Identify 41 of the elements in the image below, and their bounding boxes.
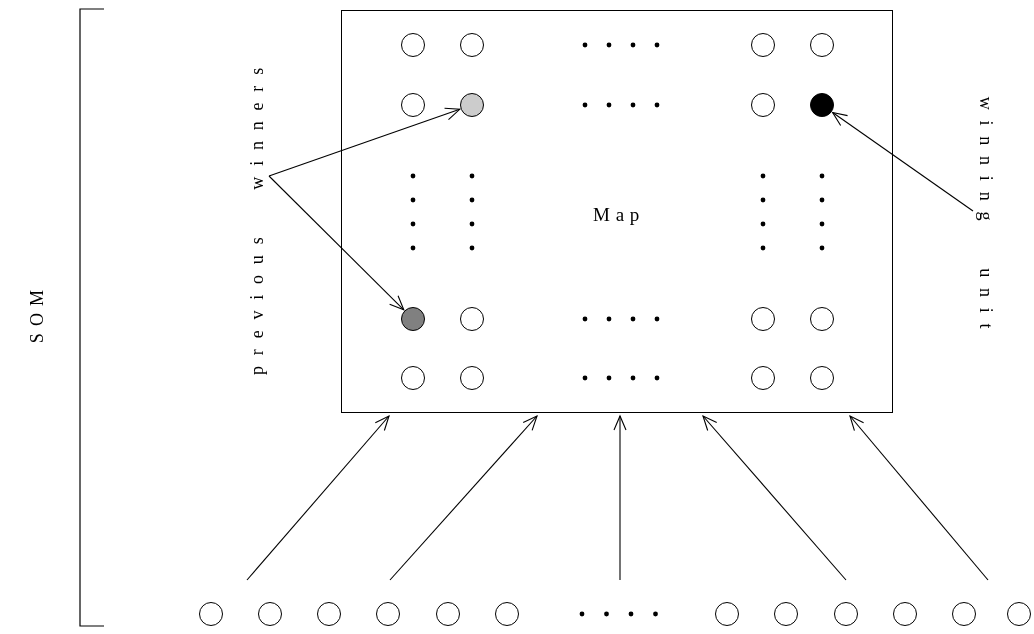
unit-circle: [400, 32, 425, 57]
unit-circle: [750, 365, 775, 390]
filled-unit-circle: [809, 92, 834, 117]
unit-circle: [809, 306, 834, 331]
unit-circle: [258, 602, 282, 626]
unit-circle: [376, 602, 400, 626]
unit-circle: [750, 306, 775, 331]
unit-circle: [750, 32, 775, 57]
unit-circle: [834, 602, 858, 626]
unit-circle: [495, 602, 519, 626]
unit-circle: [317, 602, 341, 626]
annotation-text: winning unit: [974, 96, 996, 340]
unit-circle: [715, 602, 739, 626]
leader-arrow: [268, 175, 405, 311]
leader-arrow: [268, 107, 461, 177]
leader-arrow: [832, 111, 974, 212]
input-arrow: [246, 415, 390, 581]
unit-circle: [400, 365, 425, 390]
unit-circle: [459, 32, 484, 57]
filled-unit-circle: [459, 92, 484, 117]
unit-circle: [774, 602, 798, 626]
network-label: SOM: [26, 282, 48, 344]
unit-circle: [199, 602, 223, 626]
input-arrow: [613, 415, 627, 581]
unit-circle: [809, 365, 834, 390]
unit-circle: [436, 602, 460, 626]
unit-circle: [750, 92, 775, 117]
unit-circle: [1007, 602, 1031, 626]
input-arrow: [849, 415, 989, 581]
unit-circle: [893, 602, 917, 626]
unit-circle: [952, 602, 976, 626]
input-arrow: [389, 415, 538, 581]
unit-circle: [809, 32, 834, 57]
unit-circle: [400, 92, 425, 117]
unit-circle: [459, 365, 484, 390]
map-box: [341, 10, 893, 413]
unit-circle: [459, 306, 484, 331]
filled-unit-circle: [400, 306, 425, 331]
annotation-text: previous winners: [246, 57, 268, 375]
map-label: Map: [593, 204, 645, 226]
input-arrow: [702, 415, 847, 581]
